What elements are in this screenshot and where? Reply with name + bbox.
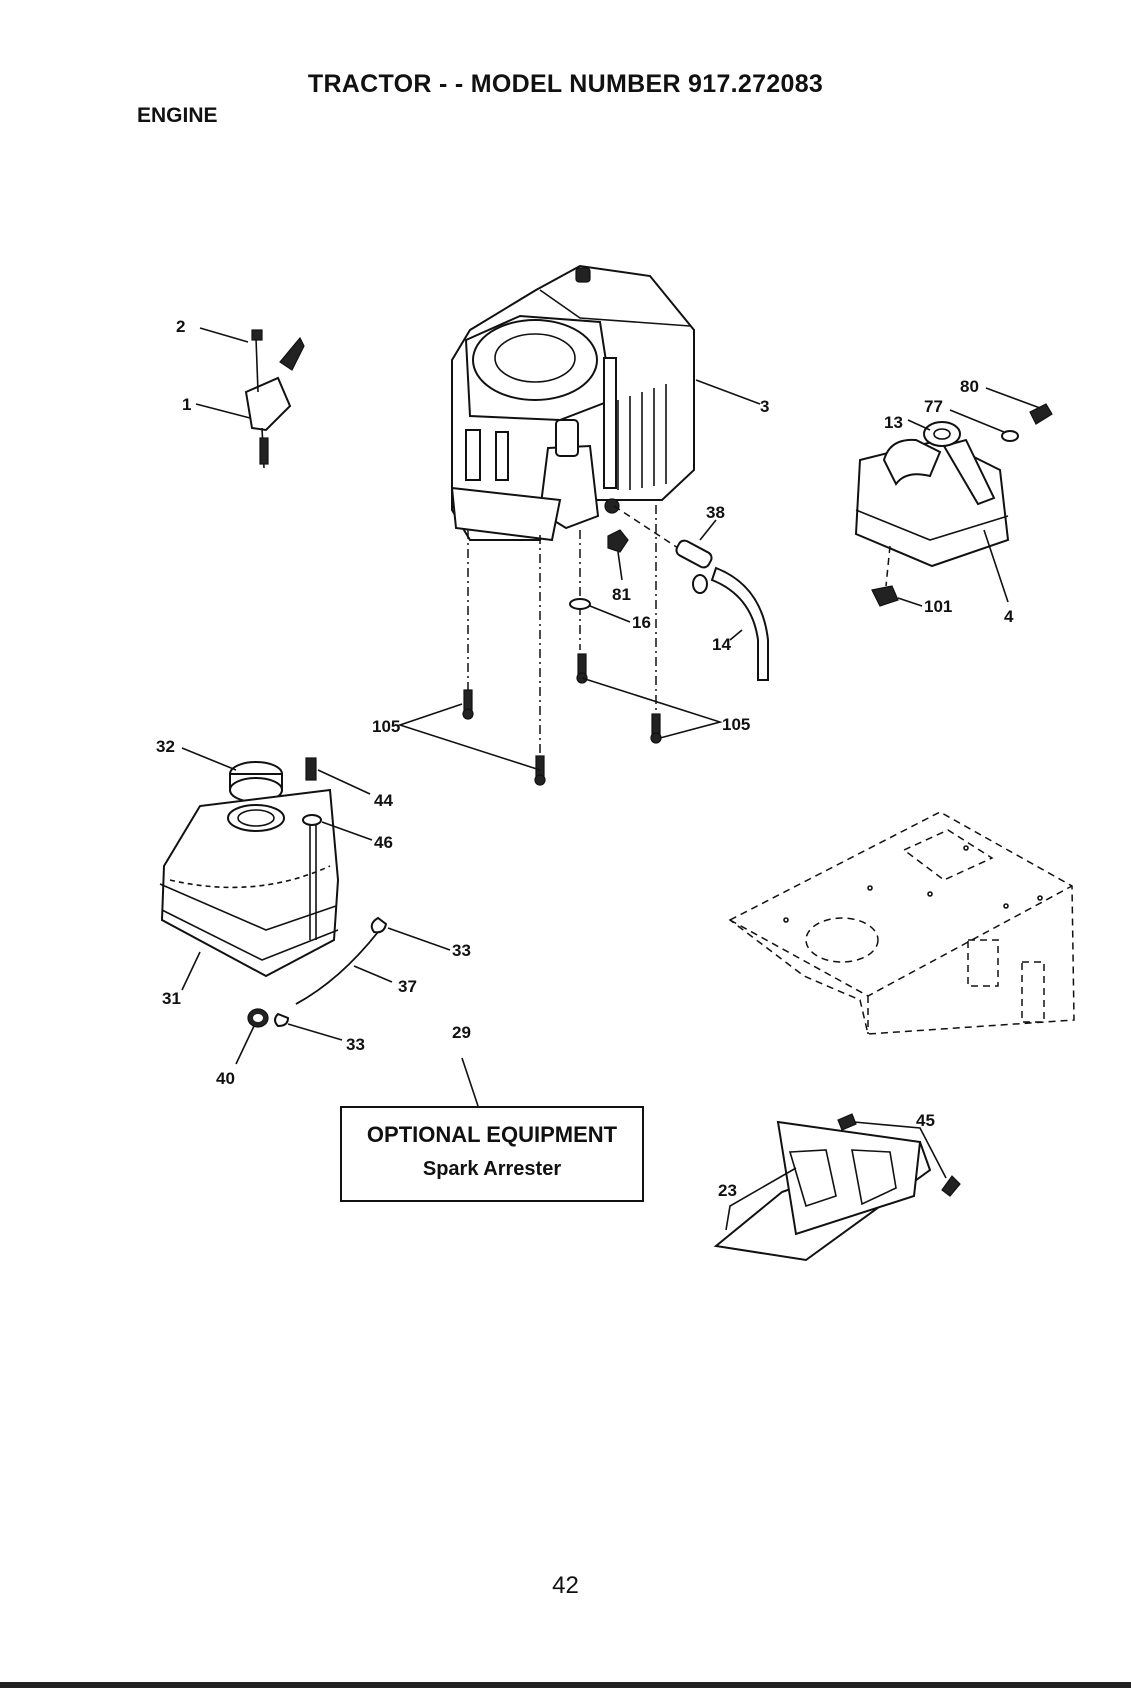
fuel-tank-assembly bbox=[160, 762, 338, 976]
fuel-line-14 bbox=[712, 568, 768, 680]
throttle-control-assembly bbox=[196, 328, 304, 468]
callout-80: 80 bbox=[960, 377, 979, 396]
callout-105-left: 105 bbox=[372, 717, 400, 736]
nut-81 bbox=[608, 530, 628, 552]
clamp-33-top bbox=[372, 918, 386, 932]
callout-45: 45 bbox=[916, 1111, 935, 1130]
optional-equipment-item: Spark Arrester bbox=[342, 1158, 642, 1181]
optional-equipment-heading: OPTIONAL EQUIPMENT bbox=[342, 1122, 642, 1148]
leader-105-right bbox=[582, 678, 720, 738]
callout-32: 32 bbox=[156, 737, 175, 756]
fuel-filter-38 bbox=[674, 538, 713, 593]
callout-105-right: 105 bbox=[722, 715, 750, 734]
callout-13: 13 bbox=[884, 413, 903, 432]
mounting-bolts bbox=[463, 654, 661, 785]
clamp-33-bottom bbox=[275, 1014, 288, 1026]
washer-16 bbox=[570, 599, 590, 609]
callout-3: 3 bbox=[760, 397, 769, 416]
callout-16: 16 bbox=[632, 613, 651, 632]
callout-23: 23 bbox=[718, 1181, 737, 1200]
bottom-rule bbox=[0, 1682, 1131, 1688]
page-number: 42 bbox=[0, 1572, 1131, 1600]
callout-37: 37 bbox=[398, 977, 417, 996]
callout-46: 46 bbox=[374, 833, 393, 852]
callout-81: 81 bbox=[612, 585, 631, 604]
optional-equipment-box: OPTIONAL EQUIPMENT Spark Arrester bbox=[340, 1106, 644, 1202]
screw-44 bbox=[306, 758, 316, 780]
callout-101: 101 bbox=[924, 597, 952, 616]
callout-38: 38 bbox=[706, 503, 725, 522]
washer-46 bbox=[303, 815, 321, 825]
callout-33-bottom: 33 bbox=[346, 1035, 365, 1054]
callout-4: 4 bbox=[1004, 607, 1014, 626]
engine-assembly bbox=[452, 266, 760, 540]
callout-40: 40 bbox=[216, 1069, 235, 1088]
callout-77: 77 bbox=[924, 397, 943, 416]
callout-14: 14 bbox=[712, 635, 731, 654]
callout-2: 2 bbox=[176, 317, 185, 336]
callout-31: 31 bbox=[162, 989, 181, 1008]
callout-29: 29 bbox=[452, 1023, 471, 1042]
frame-outline bbox=[730, 812, 1074, 1034]
nut-101 bbox=[872, 586, 898, 606]
callout-1: 1 bbox=[182, 395, 191, 414]
callout-44: 44 bbox=[374, 791, 393, 810]
callout-33-top: 33 bbox=[452, 941, 471, 960]
